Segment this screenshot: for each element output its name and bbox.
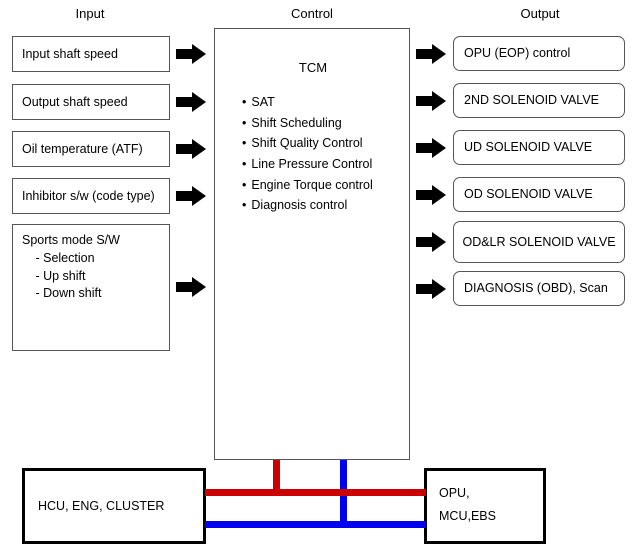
network-box-label: HCU, ENG, CLUSTER: [38, 499, 165, 513]
column-header-control: Control: [291, 6, 333, 21]
tcm-function-item: • Shift Scheduling: [242, 113, 373, 134]
output-box-od-lr-solenoid-valve: OD&LR SOLENOID VALVE: [453, 221, 625, 263]
output-box-ud-solenoid-valve: UD SOLENOID VALVE: [453, 130, 625, 165]
output-box-label: DIAGNOSIS (OBD), Scan: [464, 281, 608, 296]
network-box-label-line1: OPU,: [439, 486, 470, 500]
input-box-label: Oil temperature (ATF): [22, 142, 143, 156]
arrow-right-icon: [176, 44, 206, 64]
tcm-function-label: Shift Scheduling: [251, 115, 342, 130]
input-box-inhibitor-switch: Inhibitor s/w (code type): [12, 178, 170, 214]
tcm-function-label: Diagnosis control: [251, 198, 348, 213]
tcm-function-item: • Diagnosis control: [242, 195, 373, 216]
tcm-function-label: SAT: [251, 95, 275, 109]
arrow-right-icon: [416, 279, 446, 299]
input-box-output-shaft-speed: Output shaft speed: [12, 84, 170, 120]
bus-line-blue-horizontal: [205, 521, 426, 528]
input-box-input-shaft-speed: Input shaft speed: [12, 36, 170, 72]
tcm-title: TCM: [298, 60, 328, 75]
output-box-2nd-solenoid-valve: 2ND SOLENOID VALVE: [453, 83, 625, 118]
input-box-oil-temperature: Oil temperature (ATF): [12, 131, 170, 167]
column-header-output: Output: [520, 6, 560, 21]
column-header-input: Input: [75, 6, 105, 21]
arrow-right-icon: [416, 185, 446, 205]
bus-line-red-horizontal: [205, 489, 426, 496]
bullet-icon: •: [242, 177, 247, 192]
sports-mode-item-up-shift: - Up shift: [32, 268, 86, 283]
arrow-right-icon: [416, 138, 446, 158]
sports-mode-title: Sports mode S/W: [22, 233, 120, 247]
bullet-icon: •: [242, 115, 247, 130]
arrow-right-icon: [176, 186, 206, 206]
bus-line-red-vertical: [273, 460, 280, 493]
output-box-label: 2ND SOLENOID VALVE: [464, 93, 599, 108]
arrow-right-icon: [416, 91, 446, 111]
output-box-opu-eop-control: OPU (EOP) control: [453, 36, 625, 71]
bullet-icon: •: [242, 156, 247, 171]
output-box-label: OPU (EOP) control: [464, 46, 571, 61]
arrow-right-icon: [176, 277, 206, 297]
sports-mode-item-selection: - Selection: [32, 250, 95, 265]
arrow-right-icon: [416, 44, 446, 64]
tcm-function-item: • Shift Quality Control: [242, 133, 373, 154]
input-box-label: Inhibitor s/w (code type): [22, 189, 155, 203]
network-box-label-line2: MCU,EBS: [439, 509, 496, 524]
control-box-tcm: TCM • SAT • Shift Scheduling • Shift Qualit…: [214, 28, 410, 460]
tcm-function-label: Line Pressure Control: [251, 156, 373, 171]
network-box-opu-mcu-ebs: OPU, MCU,EBS: [424, 468, 546, 544]
output-box-label: OD SOLENOID VALVE: [464, 187, 593, 202]
input-box-label: Output shaft speed: [22, 95, 128, 109]
tcm-function-item: • SAT: [242, 92, 373, 113]
tcm-function-label: Engine Torque control: [251, 177, 373, 192]
tcm-function-item: • Line Pressure Control: [242, 154, 373, 175]
input-box-sports-mode: Sports mode S/W - Selection - Up shift -…: [12, 224, 170, 351]
arrow-right-icon: [176, 139, 206, 159]
tcm-function-list: • SAT • Shift Scheduling • Shift Quality Co…: [242, 92, 373, 216]
arrow-right-icon: [416, 232, 446, 252]
arrow-right-icon: [176, 92, 206, 112]
output-box-label: UD SOLENOID VALVE: [464, 140, 593, 155]
bullet-icon: •: [242, 198, 247, 213]
bullet-icon: •: [242, 95, 247, 109]
sports-mode-item-down-shift: - Down shift: [32, 286, 102, 301]
output-box-label: OD&LR SOLENOID VALVE: [462, 234, 616, 249]
input-box-label: Input shaft speed: [22, 47, 118, 61]
tcm-function-label: Shift Quality Control: [251, 136, 363, 151]
tcm-function-item: • Engine Torque control: [242, 175, 373, 196]
output-box-od-solenoid-valve: OD SOLENOID VALVE: [453, 177, 625, 212]
output-box-diagnosis-obd-scan: DIAGNOSIS (OBD), Scan: [453, 271, 625, 306]
bullet-icon: •: [242, 136, 247, 151]
network-box-hcu-eng-cluster: HCU, ENG, CLUSTER: [22, 468, 206, 544]
